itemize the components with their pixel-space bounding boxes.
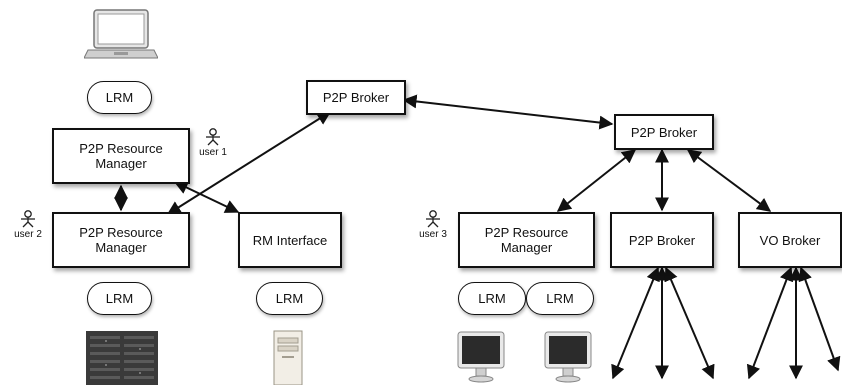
lrm-label: LRM <box>478 291 506 306</box>
p2p-broker-box: P2P Broker <box>614 114 714 150</box>
imac-icon <box>457 331 505 383</box>
tower-pc-icon <box>273 330 303 385</box>
fanout-arrow <box>746 266 794 380</box>
broker-rm3-arrow <box>556 149 637 212</box>
user-icon <box>206 128 220 146</box>
box-label: P2P Broker <box>630 124 698 140</box>
p2p-resource-manager-box: P2P Resource Manager <box>458 212 595 268</box>
fanout-arrow <box>664 266 715 380</box>
lrm-label: LRM <box>275 291 304 306</box>
user-icon <box>21 210 35 228</box>
rm-interface-box: RM Interface <box>238 212 342 268</box>
lrm-pill: LRM <box>87 282 152 315</box>
user-actor: user 2 <box>6 210 50 240</box>
broker-broker-arrow <box>402 94 614 130</box>
box-label: P2P Resource Manager <box>79 225 163 255</box>
lrm-pill: LRM <box>87 81 152 114</box>
rm1-rminterface-arrow <box>173 181 240 213</box>
user-label: user 1 <box>199 147 227 158</box>
fanout-arrow <box>798 266 841 372</box>
lrm-pill: LRM <box>458 282 526 315</box>
fanout-arrow <box>611 266 660 380</box>
vo-broker-box: VO Broker <box>738 212 842 268</box>
lrm-pill: LRM <box>256 282 323 315</box>
p2p-resource-manager-box: P2P Resource Manager <box>52 128 190 184</box>
user-label: user 3 <box>419 229 447 240</box>
lrm-label: LRM <box>105 90 134 105</box>
rm2-broker-arrow <box>166 111 332 215</box>
imac-icon <box>544 331 592 383</box>
broker-vobroker-arrow <box>686 149 772 212</box>
box-label: P2P Broker <box>322 90 390 105</box>
p2p-resource-manager-box: P2P Resource Manager <box>52 212 190 268</box>
user-actor: user 3 <box>411 210 455 240</box>
lrm-label: LRM <box>105 291 134 306</box>
server-rack-icon <box>86 331 158 385</box>
box-label: P2P Resource Manager <box>79 141 163 171</box>
lrm-label: LRM <box>546 291 574 306</box>
p2p-broker-box: P2P Broker <box>610 212 714 268</box>
user-icon <box>426 210 440 228</box>
laptop-icon <box>84 9 158 59</box>
p2p-broker-box: P2P Broker <box>306 80 406 115</box>
user-actor: user 1 <box>191 128 235 158</box>
lrm-pill: LRM <box>526 282 594 315</box>
user-label: user 2 <box>14 229 42 240</box>
box-label: P2P Resource Manager <box>484 225 569 255</box>
box-label: VO Broker <box>759 232 821 248</box>
box-label: RM Interface <box>252 232 328 248</box>
box-label: P2P Broker <box>628 232 696 248</box>
